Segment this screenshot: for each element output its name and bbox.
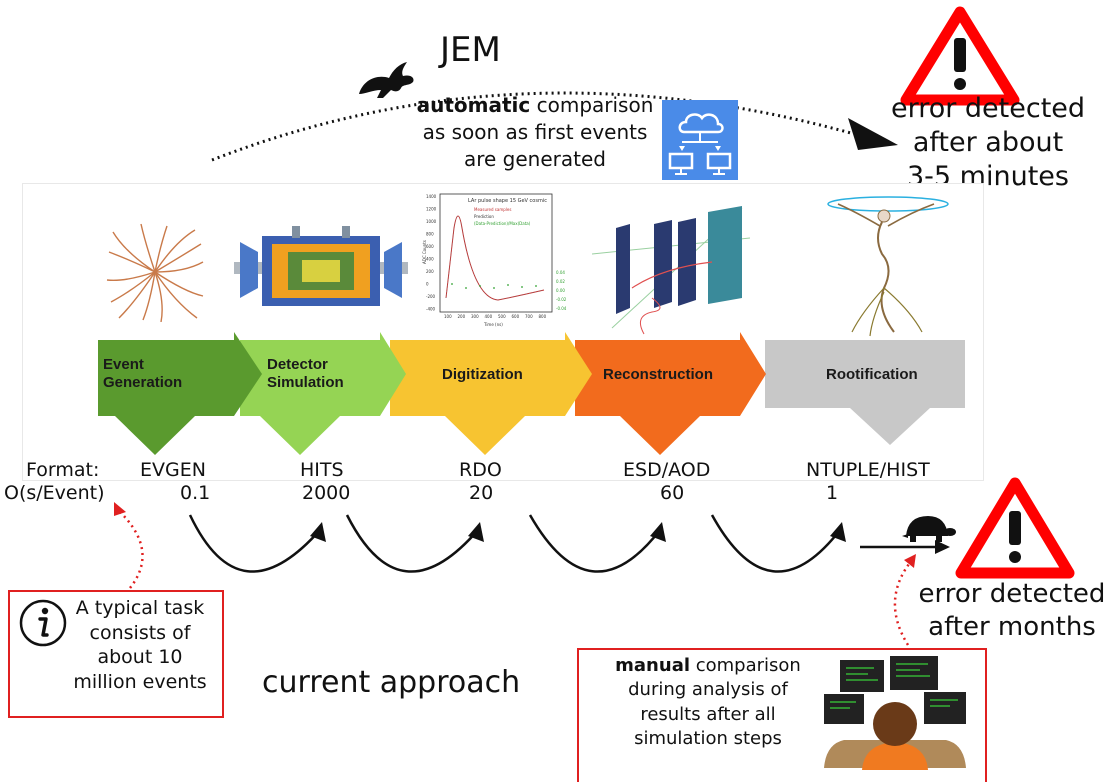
plot-thumb-rtick: 0.02 bbox=[556, 279, 565, 284]
time-rdo: 20 bbox=[469, 482, 494, 504]
time-hits: 2000 bbox=[302, 482, 351, 504]
turtle-arrowhead bbox=[935, 540, 950, 554]
plot-thumb-xtick: 700 bbox=[525, 314, 533, 319]
stage-label-reconstruction: Reconstruction bbox=[603, 366, 714, 383]
format-rdo: RDO bbox=[459, 459, 502, 481]
rootification-image bbox=[827, 196, 949, 337]
manual-line3: results after all bbox=[640, 703, 776, 725]
plot-thumb-rtick: -0.02 bbox=[556, 297, 567, 302]
error-detected-bottom: error detected after months bbox=[912, 578, 1104, 643]
step-arrowheads bbox=[310, 522, 846, 542]
format-evgen: EVGEN bbox=[140, 459, 206, 481]
plot-thumb-ytick: 1200 bbox=[426, 207, 437, 212]
plot-thumb-xlabel: Time (ns) bbox=[483, 322, 503, 327]
stage-arrow-rootification bbox=[765, 340, 965, 445]
pulse-shape-plot-image: LAr pulse shape 15 GeV cosmic Measured s… bbox=[422, 193, 567, 327]
warning-icon-bottom bbox=[955, 477, 1075, 579]
plot-thumb-ytick: 200 bbox=[426, 269, 434, 274]
plot-thumb-ylabel: ADC Counts bbox=[422, 240, 427, 264]
plot-thumb-xtick: 500 bbox=[498, 314, 506, 319]
rabbit-icon bbox=[359, 62, 414, 98]
turtle-icon bbox=[902, 516, 956, 542]
time-label: O(s/Event) bbox=[4, 482, 105, 504]
plot-thumb-xtick: 600 bbox=[512, 314, 520, 319]
stage-label-rootification: Rootification bbox=[826, 366, 918, 383]
plot-thumb-ytick: 800 bbox=[426, 232, 434, 237]
plot-thumb-xticks: 100 200 300 400 500 600 700 800 bbox=[444, 314, 547, 319]
plot-thumb-legend-1: Measured samples bbox=[474, 207, 511, 212]
info-icon bbox=[19, 599, 67, 647]
error-detected-top: error detected after about 3-5 minutes bbox=[868, 92, 1104, 193]
detector-simulation-image bbox=[234, 226, 408, 306]
time-esd-aod: 60 bbox=[660, 482, 685, 504]
format-hits: HITS bbox=[300, 459, 344, 481]
step-arrows bbox=[188, 514, 841, 573]
plot-thumb-xtick: 400 bbox=[485, 314, 493, 319]
plot-thumb-xtick: 800 bbox=[539, 314, 547, 319]
plot-thumb-rtick: 0.00 bbox=[556, 288, 565, 293]
error-top-line1: error detected bbox=[890, 93, 1086, 124]
task-info-text: A typical task consists of about 10 mill… bbox=[73, 597, 207, 694]
error-bottom-line2: after months bbox=[928, 611, 1096, 642]
plot-thumb-ytick: 1000 bbox=[426, 219, 437, 224]
plot-thumb-xtick: 200 bbox=[458, 314, 466, 319]
error-top-line2: after about bbox=[912, 126, 1064, 158]
plot-thumb-legend-2: Prediction bbox=[474, 214, 494, 219]
note-line2: as soon as first events bbox=[422, 120, 648, 144]
plot-thumb-xtick: 300 bbox=[471, 314, 479, 319]
automatic-comparison-note: automatic comparison as soon as first ev… bbox=[400, 92, 670, 173]
plot-thumb-legend-3: (Data-Prediction)/Max(Data) bbox=[474, 221, 531, 226]
event-generation-image bbox=[106, 223, 204, 322]
format-ntuple-hist: NTUPLE/HIST bbox=[806, 459, 930, 481]
stage-arrow-detector-simulation bbox=[240, 332, 406, 455]
manual-bold: manual bbox=[615, 655, 691, 676]
warning-icon bbox=[900, 6, 1020, 106]
stage-label-digitization: Digitization bbox=[442, 366, 523, 383]
note-bold: automatic bbox=[416, 93, 531, 117]
manual-line4: simulation steps bbox=[634, 727, 782, 749]
plot-thumb-ytick: 400 bbox=[426, 257, 434, 262]
plot-thumb-ytick: 600 bbox=[426, 244, 434, 249]
reconstruction-image bbox=[592, 206, 750, 335]
error-bottom-line1: error detected bbox=[918, 579, 1104, 609]
stage-arrow-reconstruction bbox=[575, 332, 766, 455]
jem-arrowhead bbox=[848, 118, 898, 150]
stage-arrow-event-generation bbox=[98, 332, 262, 455]
plot-thumb-ytick: -400 bbox=[426, 307, 436, 312]
jem-title: JEM bbox=[440, 30, 501, 70]
current-approach-label: current approach bbox=[262, 665, 521, 700]
time-ntuple-hist: 1 bbox=[826, 482, 839, 504]
plot-thumb-title: LAr pulse shape 15 GeV cosmic bbox=[468, 198, 547, 204]
plot-thumb-rtick: 0.04 bbox=[556, 270, 565, 275]
plot-thumb-xtick: 100 bbox=[444, 314, 452, 319]
time-evgen: 0.1 bbox=[180, 482, 211, 504]
programmer-icon bbox=[824, 656, 966, 770]
manual-line2: during analysis of bbox=[628, 679, 788, 701]
plot-thumb-yticks: 1400 1200 1000 800 600 400 200 0 -200 -400 bbox=[426, 194, 437, 312]
stage-arrow-digitization bbox=[390, 332, 592, 455]
cloud-computers-icon bbox=[662, 100, 738, 180]
note-line3: are generated bbox=[463, 147, 606, 171]
plot-thumb-ytick: -200 bbox=[426, 294, 436, 299]
plot-thumb-ytick: 1400 bbox=[426, 194, 437, 199]
manual-comparison-text: manual comparison during analysis of res… bbox=[588, 654, 828, 751]
format-label: Format: bbox=[26, 459, 100, 481]
format-esd-aod: ESD/AOD bbox=[623, 459, 711, 481]
note-line1: comparison bbox=[530, 93, 654, 117]
plot-thumb-ytick: 0 bbox=[426, 282, 429, 287]
manual-line1: comparison bbox=[690, 655, 801, 676]
plot-thumb-rtick: -0.04 bbox=[556, 306, 567, 311]
plot-thumb-rticks: 0.04 0.02 0.00 -0.02 -0.04 bbox=[556, 270, 567, 311]
